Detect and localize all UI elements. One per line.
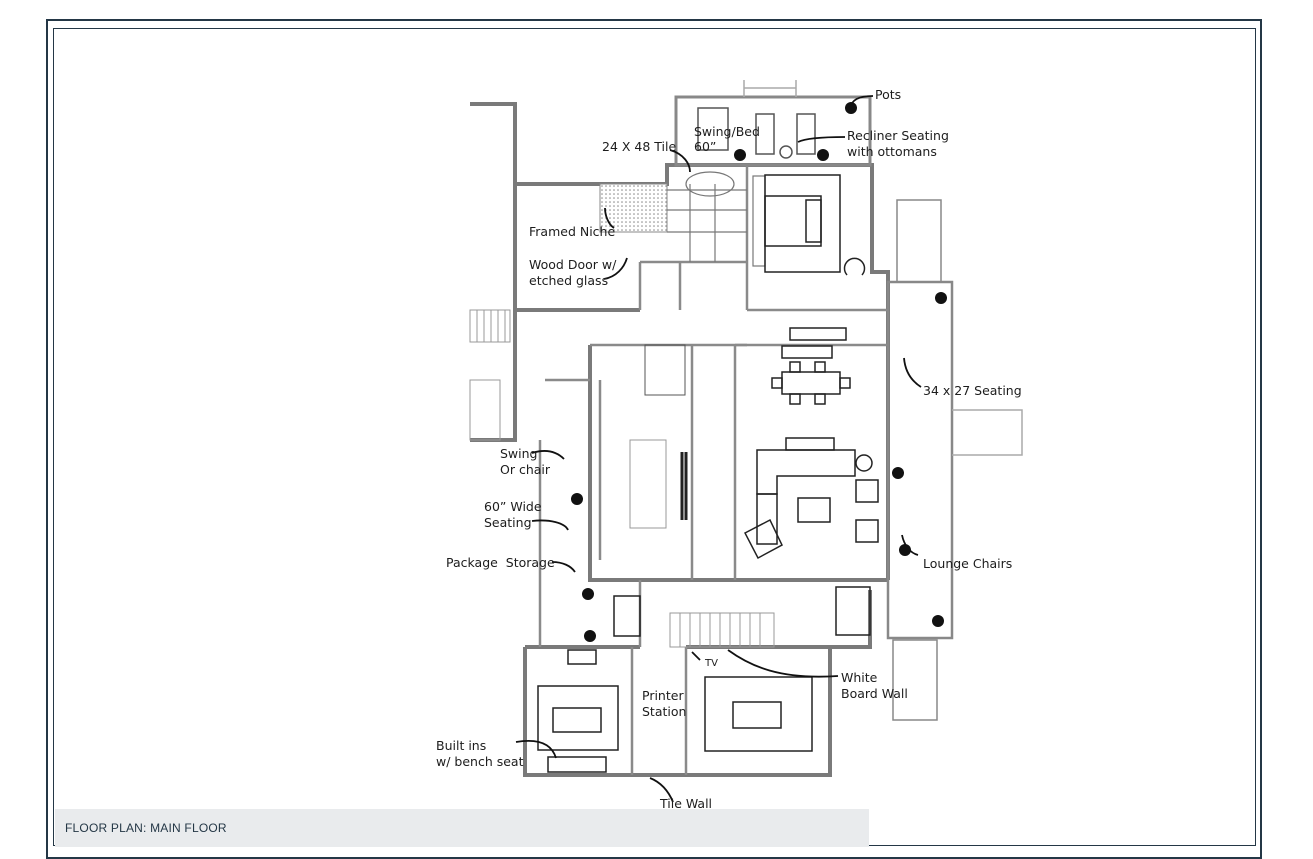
exterior-walls <box>470 102 890 777</box>
label-60-wide: 60” Wide <box>484 499 542 514</box>
living-sofa <box>743 437 879 560</box>
label-built-ins: Built ins <box>436 738 486 753</box>
label-board-wall: Board Wall <box>841 686 908 701</box>
label-seating: Seating <box>484 515 532 530</box>
label-etched-glass: etched glass <box>529 273 608 288</box>
label-pots: Pots <box>875 87 901 102</box>
bath-fixtures <box>667 171 766 267</box>
label-white: White <box>841 670 878 685</box>
office-desks <box>537 586 871 773</box>
label-swing-bed-size: 60” <box>694 139 716 154</box>
label-package-storage: Package Storage <box>446 555 555 570</box>
label-station: Station <box>642 704 686 719</box>
top-porch <box>674 80 872 167</box>
page-title: FLOOR PLAN: MAIN FLOOR <box>65 821 227 835</box>
label-swing-bed: Swing/Bed <box>694 124 760 139</box>
label-recliner: Recliner Seating <box>847 128 949 143</box>
label-tv: TV <box>704 658 718 669</box>
right-porch <box>886 199 1023 721</box>
kitchen-island <box>629 344 688 529</box>
plant-icons <box>571 102 947 642</box>
bedroom-bed <box>764 174 866 276</box>
label-bench-seat: w/ bench seat <box>436 754 524 769</box>
label-lounge-chairs: Lounge Chairs <box>923 556 1012 571</box>
title-bar: FLOOR PLAN: MAIN FLOOR <box>55 809 869 847</box>
label-34x27-seating: 34 x 27 Seating <box>923 383 1022 398</box>
label-tile-wall: Tile Wall <box>659 796 712 811</box>
label-wood-door: Wood Door w/ <box>529 257 617 272</box>
label-tile: 24 X 48 Tile <box>602 139 676 154</box>
label-ottomans: with ottomans <box>847 144 937 159</box>
label-framed-niche: Framed Niche <box>529 224 615 239</box>
label-or-chair: Or chair <box>500 462 551 477</box>
tile-area <box>599 183 668 233</box>
dining-table <box>771 327 851 405</box>
label-swing: Swing <box>500 446 538 461</box>
label-printer: Printer <box>642 688 684 703</box>
center-stair <box>669 612 775 648</box>
left-stair <box>469 309 511 441</box>
